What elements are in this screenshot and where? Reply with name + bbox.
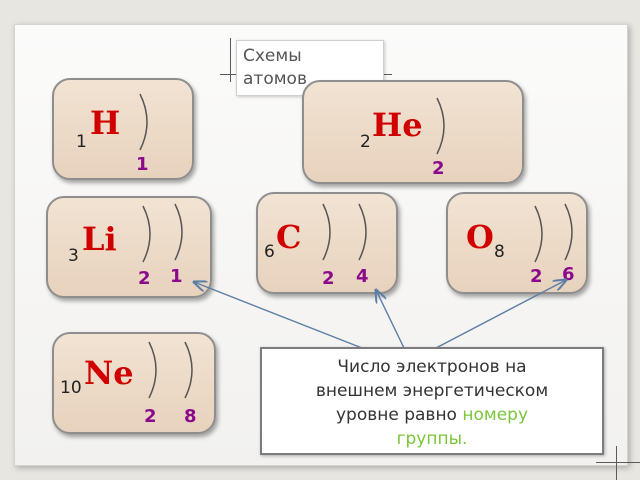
electron-shell-arc <box>142 205 151 263</box>
atom-card-ne: 10 Ne 2 8 <box>52 332 216 434</box>
electron-count: 2 <box>322 268 335 289</box>
element-symbol: Li <box>82 220 117 258</box>
atom-card-c: 6 C 2 4 <box>256 192 398 294</box>
note-highlight-1: номеру <box>462 405 529 425</box>
atomic-number: 1 <box>76 132 87 152</box>
element-symbol: O <box>466 218 494 256</box>
note-highlight-2: группы. <box>396 429 468 449</box>
note-line-2: внешнем энергетическом <box>315 381 549 401</box>
electron-shell-arc <box>322 203 331 261</box>
atomic-number: 8 <box>494 242 505 262</box>
electron-count: 2 <box>144 406 157 427</box>
corner-line-bottom-h <box>596 462 640 463</box>
corner-line-bottom-v <box>616 446 617 480</box>
atom-card-he: 2 He 2 <box>302 80 524 184</box>
title-line-1: Схемы <box>243 46 302 66</box>
electron-shell-arc <box>184 341 193 399</box>
element-symbol: C <box>276 218 302 256</box>
element-symbol: He <box>372 106 423 144</box>
note-line-1: Число электронов на <box>337 357 527 377</box>
title-line-2: атомов <box>243 69 307 89</box>
arrow-to-o <box>435 280 566 349</box>
electron-shell-arc <box>148 341 157 399</box>
electron-shell-arc <box>174 203 183 261</box>
electron-count: 4 <box>356 266 369 287</box>
atom-card-h: 1 H 1 <box>52 78 194 180</box>
corner-line-top-v <box>230 38 231 82</box>
note-line-3-text: уровне равно <box>335 405 463 425</box>
electron-shell-arc <box>534 205 543 263</box>
electron-count: 2 <box>432 158 445 179</box>
element-symbol: Ne <box>84 354 134 392</box>
explanation-note: Число электронов на внешнем энергетическ… <box>260 347 604 455</box>
note-line-3: уровне равно номеру <box>262 403 602 427</box>
atom-card-li: 3 Li 2 1 <box>46 196 212 298</box>
element-symbol: H <box>90 104 121 142</box>
electron-count: 2 <box>530 266 543 287</box>
electron-count: 1 <box>170 266 183 287</box>
atom-card-o: O 8 2 6 <box>446 192 588 294</box>
atomic-number: 6 <box>264 242 275 262</box>
arrow-to-li <box>194 282 363 349</box>
electron-count: 2 <box>138 268 151 289</box>
atomic-number: 2 <box>360 132 371 152</box>
atomic-number: 3 <box>68 246 79 266</box>
electron-shell-arc <box>564 203 573 261</box>
electron-count: 8 <box>184 406 197 427</box>
electron-shell-arc <box>436 97 445 155</box>
arrow-to-c <box>376 290 405 349</box>
electron-shell-arc <box>358 203 367 261</box>
electron-shell-arc <box>139 93 148 151</box>
electron-count: 1 <box>136 154 149 175</box>
atomic-number: 10 <box>60 378 82 398</box>
